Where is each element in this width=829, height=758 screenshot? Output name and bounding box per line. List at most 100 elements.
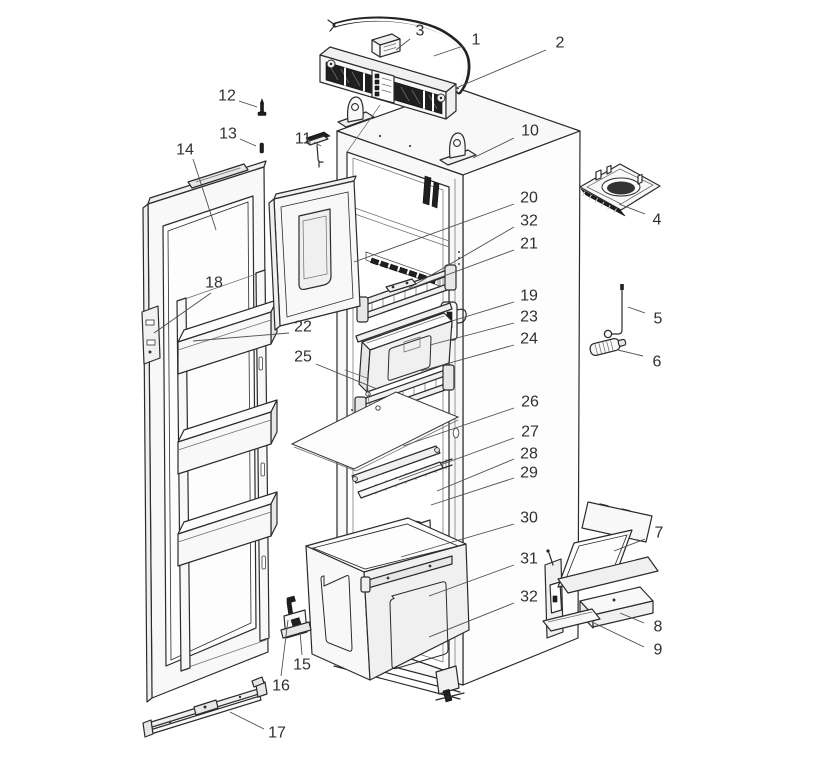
callout-label-12: 12 — [218, 88, 236, 105]
door-liner-drawing — [176, 269, 270, 672]
callout-leader-32 — [408, 226, 515, 289]
callout-leader-21 — [389, 249, 515, 297]
callout-label-9: 9 — [654, 642, 663, 659]
callout-label-3: 3 — [416, 23, 425, 40]
wire-harness-drawing — [327, 16, 471, 95]
callout-leader-32 — [428, 602, 515, 638]
projection-line — [346, 104, 381, 153]
callout-label-14: 14 — [176, 142, 194, 159]
drain-tube-drawing — [603, 284, 624, 339]
callout-label-6: 6 — [653, 354, 662, 371]
callout-label-29: 29 — [520, 465, 538, 482]
callout-label-5: 5 — [654, 311, 663, 328]
door-bin — [177, 399, 278, 475]
callout-label-2: 2 — [556, 35, 565, 52]
callout-leader-13 — [239, 138, 257, 147]
callout-label-23: 23 — [520, 309, 538, 326]
callout-label-31: 31 — [520, 551, 538, 568]
callout-leader-5 — [627, 306, 646, 314]
callout-label-4: 4 — [653, 212, 662, 229]
drain-plug-drawing — [589, 338, 627, 356]
callout-label-10: 10 — [521, 123, 539, 140]
callout-leader-15 — [299, 631, 303, 656]
corner-bracket-drawing — [544, 501, 659, 639]
mounting-bracket — [439, 132, 477, 166]
callout-label-17: 17 — [268, 725, 286, 742]
freezer-flap-drawing — [268, 175, 361, 331]
callout-label-32: 32 — [520, 589, 538, 606]
callout-leader-26 — [402, 407, 515, 447]
fixing-screws — [344, 369, 381, 411]
door-bin — [177, 299, 278, 375]
callout-label-28: 28 — [520, 446, 538, 463]
callout-leader-8 — [619, 612, 645, 624]
shelf-support-hole — [452, 427, 460, 439]
switch-box-drawing — [371, 33, 401, 58]
callout-leader-19 — [451, 301, 515, 322]
screw — [257, 98, 267, 116]
callout-leader-17 — [229, 711, 265, 730]
cabinet-bottom-hinge — [435, 665, 465, 703]
callout-label-15: 15 — [293, 657, 311, 674]
callout-label-26: 26 — [521, 394, 539, 411]
control-display — [371, 69, 395, 104]
callout-label-27: 27 — [521, 424, 539, 441]
callout-label-19: 19 — [520, 288, 538, 305]
pin — [259, 142, 264, 154]
callout-label-13: 13 — [219, 126, 237, 143]
bin-side-recess — [389, 581, 449, 670]
shelf-assembly — [351, 445, 453, 499]
callout-leader-10 — [472, 137, 515, 159]
callout-leader-4 — [618, 203, 646, 215]
callout-label-25: 25 — [294, 349, 312, 366]
callout-label-18: 18 — [205, 275, 223, 292]
callout-label-32: 32 — [520, 213, 538, 230]
callout-label-7: 7 — [655, 525, 664, 542]
callout-leader-2 — [455, 49, 547, 89]
door-hinge-plate — [141, 305, 161, 365]
hinge-pin-bracket — [305, 131, 331, 168]
callout-label-21: 21 — [520, 236, 538, 253]
callout-leader-25 — [315, 363, 378, 390]
control-panel-drawing — [319, 46, 457, 120]
upper-rail-shelf — [356, 264, 457, 323]
callout-leader-23 — [429, 322, 515, 346]
door-handle-recess — [187, 163, 249, 189]
callout-leader-6 — [617, 349, 644, 357]
callout-leader-7 — [613, 538, 646, 552]
callout-label-8: 8 — [654, 619, 663, 636]
callout-leader-27 — [398, 437, 515, 481]
bracket-base — [557, 556, 659, 594]
flap-handle-recess — [298, 208, 332, 291]
callout-leader-9 — [593, 622, 645, 648]
callout-label-1: 1 — [472, 32, 481, 49]
vent-cover-drawing — [579, 163, 661, 217]
storage-bin — [305, 517, 470, 681]
bottom-rail-drawing — [142, 676, 268, 738]
callout-leader-30 — [400, 523, 515, 558]
callout-leader-12 — [238, 100, 258, 108]
base-plate-drawing — [542, 608, 601, 632]
callout-leader-3 — [395, 38, 411, 51]
callout-leader-18 — [153, 292, 212, 334]
callout-leader-28 — [436, 458, 515, 492]
callout-label-30: 30 — [520, 510, 538, 527]
mounting-bracket — [337, 96, 375, 128]
callout-label-20: 20 — [520, 190, 538, 207]
callout-label-11: 11 — [295, 131, 312, 148]
callout-leader-16 — [280, 619, 289, 677]
callout-leader-29 — [430, 477, 515, 506]
drawer-recess — [387, 335, 432, 381]
callout-leader-24 — [420, 344, 515, 372]
callout-leader-31 — [428, 564, 515, 597]
callout-label-22: 22 — [294, 319, 312, 336]
glass-shelf — [290, 391, 460, 472]
door-catch-bracket — [422, 175, 440, 209]
callout-leader-22 — [192, 332, 290, 342]
bin-front-recess — [320, 575, 353, 652]
drawer-slide-frame — [355, 302, 453, 343]
callout-leader-20 — [353, 203, 515, 263]
callout-label-16: 16 — [272, 678, 290, 695]
